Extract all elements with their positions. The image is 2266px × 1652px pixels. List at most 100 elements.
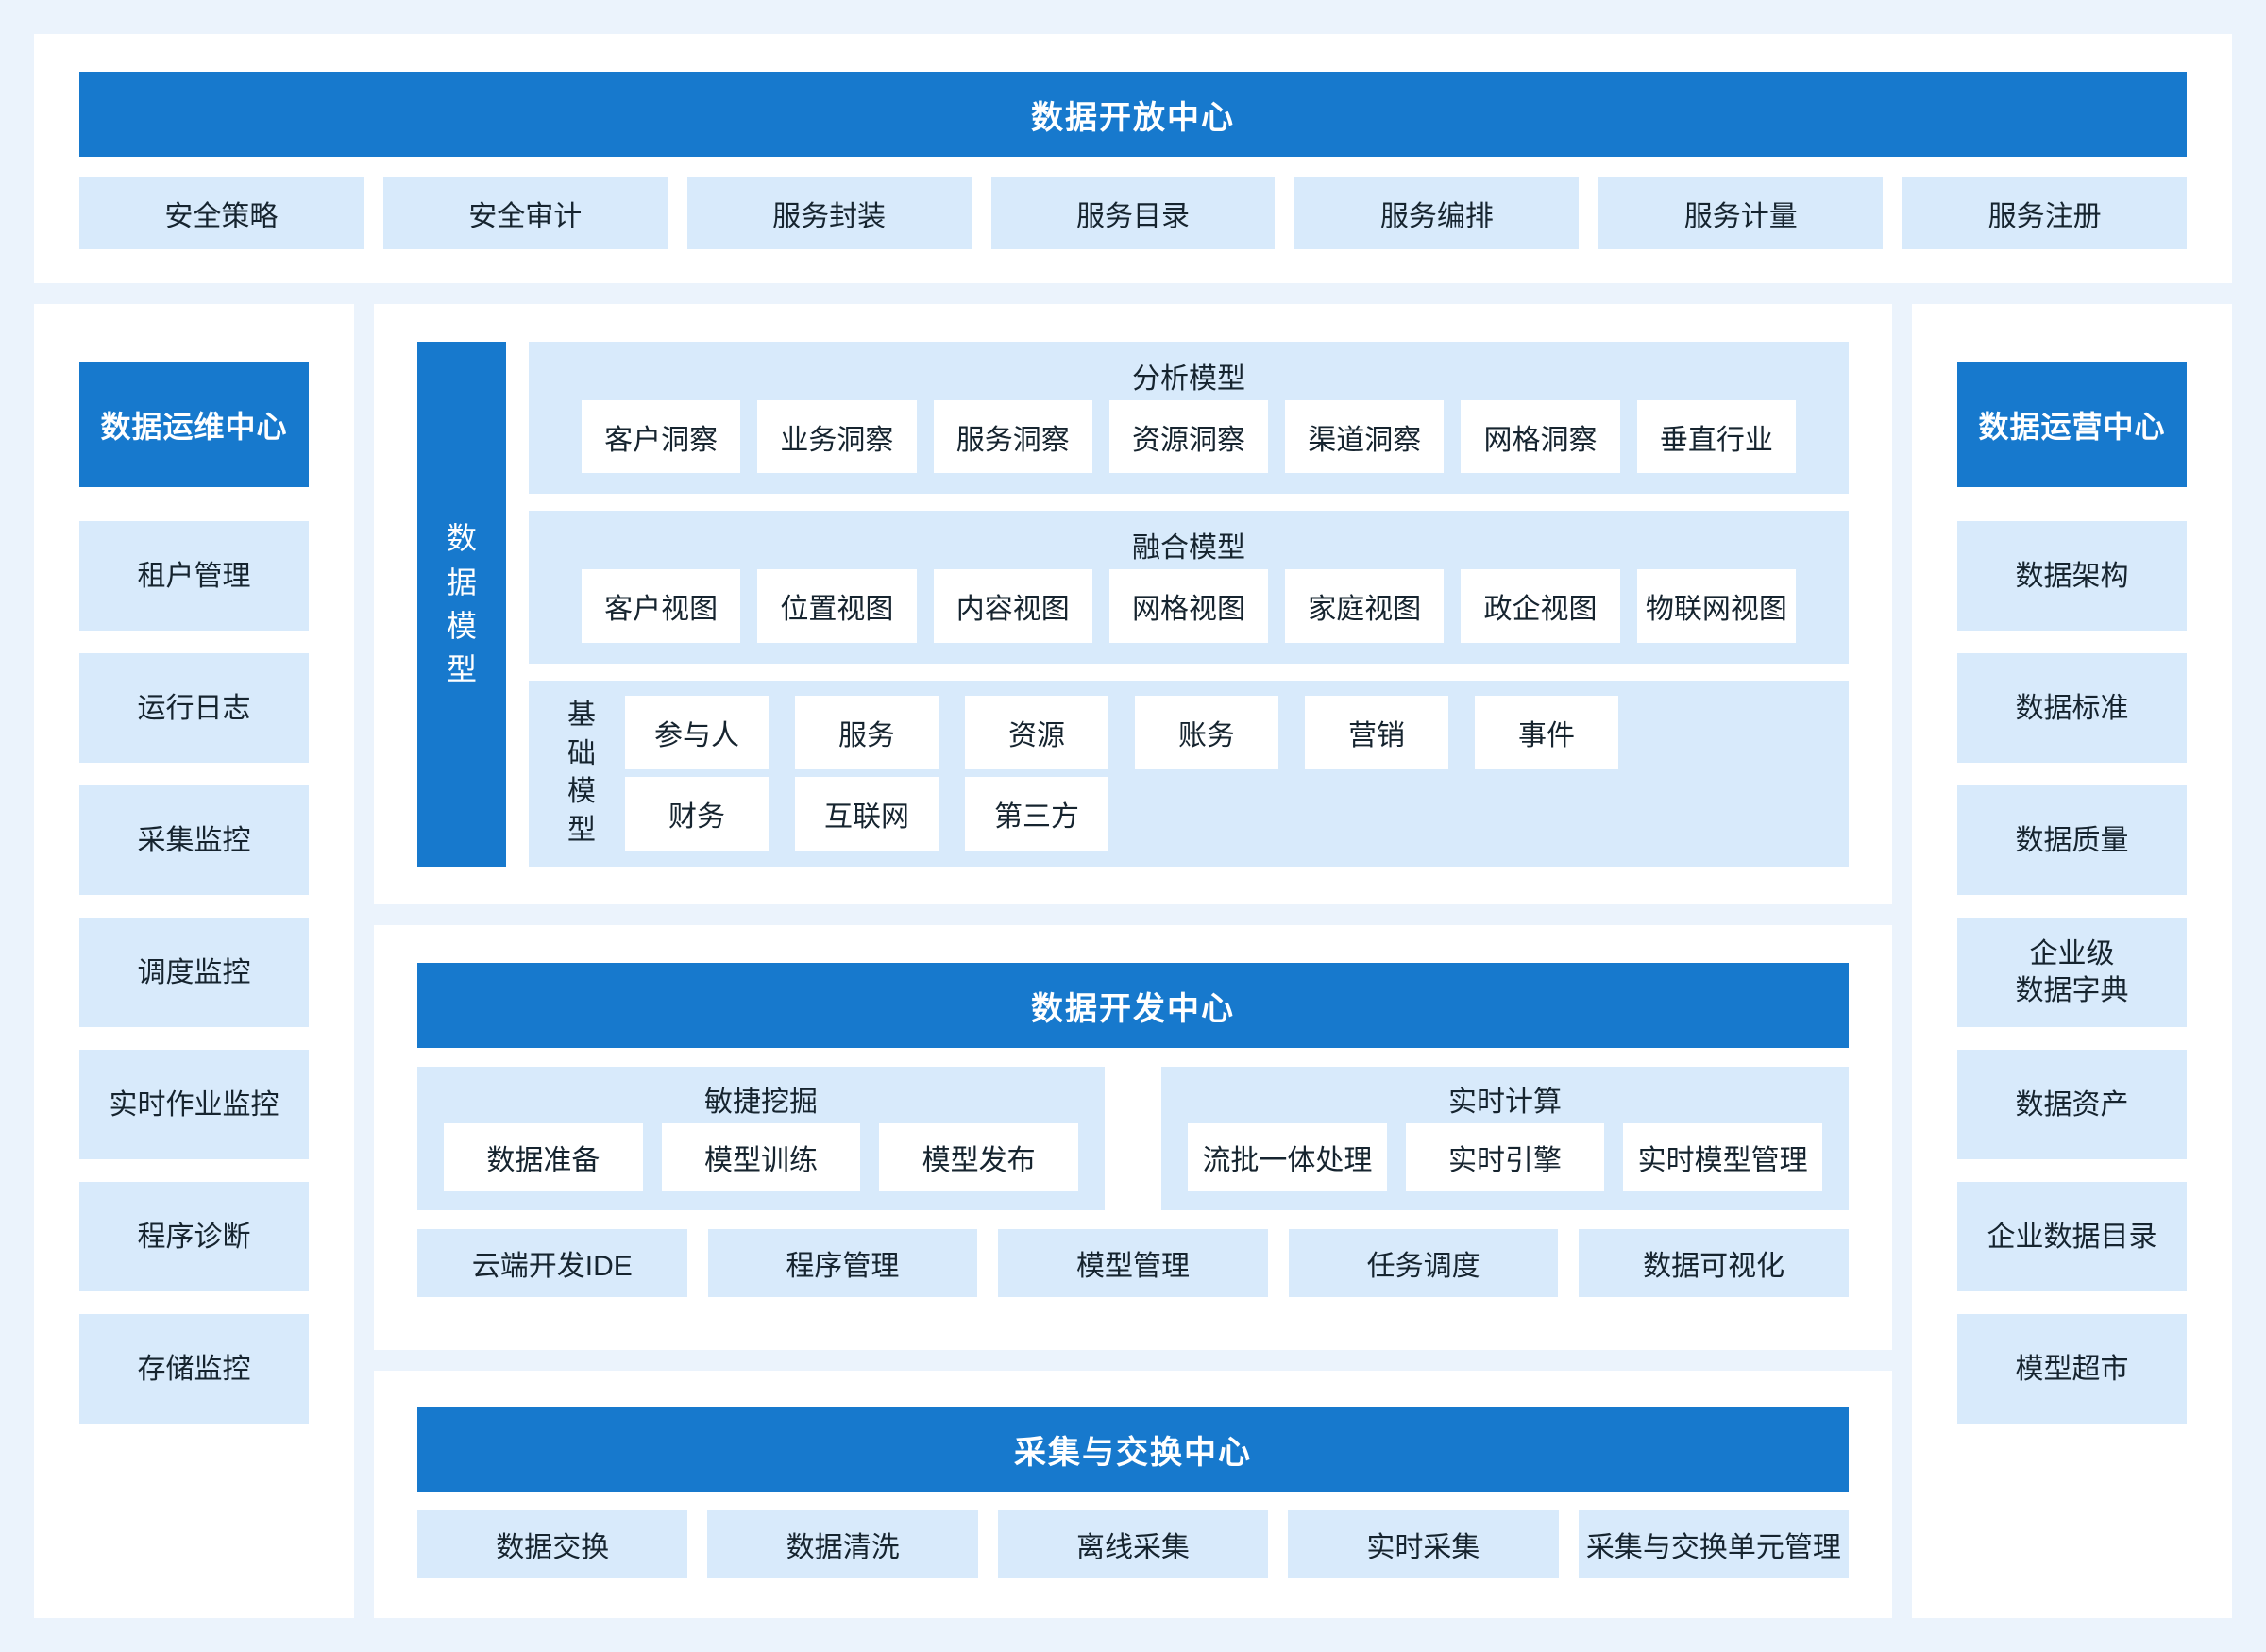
collect-exchange-title: 采集与交换中心 [1014, 1434, 1252, 1471]
middle-column: 数据模型 分析模型 客户洞察 业务洞察 服务洞察 资源洞察 渠道洞察 网格洞察 … [374, 304, 1892, 1618]
tile-data-exchange: 数据交换 [417, 1510, 688, 1578]
tile-service: 服务 [795, 696, 939, 770]
data-model-bar: 数据模型 [417, 342, 506, 867]
open-center-items: 安全策略 安全审计 服务封装 服务目录 服务编排 服务计量 服务注册 [79, 177, 2188, 249]
tile-billing: 账务 [1135, 696, 1278, 770]
dev-center-title: 数据开发中心 [1031, 990, 1235, 1027]
tile-resource-insight: 资源洞察 [1108, 400, 1269, 474]
base-model-panel: 基础模型 参与人 服务 资源 账务 营销 事件 财务 [529, 680, 1849, 867]
analysis-model-title: 分析模型 [1132, 363, 1245, 395]
tile-program-mgmt: 程序管理 [707, 1229, 978, 1297]
tile-collect-unit-mgmt: 采集与交换单元管理 [1578, 1510, 1850, 1578]
data-model-label: 数据模型 [446, 521, 477, 687]
tile-model-market: 模型超市 [1957, 1314, 2187, 1424]
open-center-banner: 数据开放中心 [79, 72, 2187, 157]
tile-gov-ent-view: 政企视图 [1461, 569, 1620, 643]
tile-data-visual: 数据可视化 [1579, 1229, 1849, 1297]
tile-cloud-ide: 云端开发IDE [417, 1229, 687, 1297]
tile-program-diagnosis: 程序诊断 [79, 1182, 309, 1291]
tile-realtime-model-mgmt: 实时模型管理 [1623, 1123, 1823, 1191]
tile-service-metering: 服务计量 [1598, 177, 1884, 249]
realtime-compute-title: 实时计算 [1448, 1087, 1562, 1118]
operation-center-column: 数据运营中心 数据架构 数据标准 数据质量 企业级 数据字典 数据资产 企业数据… [1912, 304, 2232, 1618]
tile-grid-insight: 网格洞察 [1461, 400, 1620, 474]
analysis-model-panel: 分析模型 客户洞察 业务洞察 服务洞察 资源洞察 渠道洞察 网格洞察 垂直行业 [529, 342, 1849, 495]
tile-enterprise-dictionary: 企业级 数据字典 [1957, 918, 2187, 1027]
ops-center-column: 数据运维中心 租户管理 运行日志 采集监控 调度监控 实时作业监控 程序诊断 存… [34, 304, 354, 1618]
tile-data-architecture: 数据架构 [1957, 521, 2187, 631]
dev-center-subpanels: 敏捷挖掘 数据准备 模型训练 模型发布 实时计算 流批一体处理 实时引擎 实时模… [417, 1067, 1849, 1210]
tile-security-policy: 安全策略 [79, 177, 364, 249]
fusion-model-items: 客户视图 位置视图 内容视图 网格视图 家庭视图 政企视图 物联网视图 [582, 569, 1796, 643]
tile-task-schedule: 任务调度 [1288, 1229, 1559, 1297]
tile-tenant-mgmt: 租户管理 [79, 521, 309, 631]
tile-realtime-collect: 实时采集 [1288, 1510, 1559, 1578]
tile-offline-collect: 离线采集 [997, 1510, 1269, 1578]
tile-customer-view: 客户视图 [582, 569, 741, 643]
tile-location-view: 位置视图 [757, 569, 917, 643]
base-model-label: 基础模型 [567, 700, 596, 846]
tile-service-package: 服务封装 [686, 177, 972, 249]
ops-center-header: 数据运维中心 [79, 362, 309, 487]
tile-data-quality: 数据质量 [1957, 785, 2187, 895]
tile-finance: 财务 [625, 777, 769, 851]
tile-third-party: 第三方 [965, 777, 1108, 851]
base-model-row1: 参与人 服务 资源 账务 营销 事件 [625, 696, 1826, 770]
tile-storage-monitor: 存储监控 [79, 1314, 309, 1424]
tile-vertical-industry: 垂直行业 [1636, 400, 1796, 474]
main-row: 数据运维中心 租户管理 运行日志 采集监控 调度监控 实时作业监控 程序诊断 存… [34, 304, 2232, 1618]
operation-center-title: 数据运营中心 [1978, 410, 2166, 444]
tile-channel-insight: 渠道洞察 [1285, 400, 1445, 474]
agile-mining-items: 数据准备 模型训练 模型发布 [444, 1123, 1079, 1191]
tile-model-publish: 模型发布 [879, 1123, 1079, 1191]
data-model-body: 分析模型 客户洞察 业务洞察 服务洞察 资源洞察 渠道洞察 网格洞察 垂直行业 … [529, 342, 1849, 867]
tile-grid-view: 网格视图 [1108, 569, 1269, 643]
tile-data-standard: 数据标准 [1957, 653, 2187, 763]
tile-internet: 互联网 [795, 777, 939, 851]
dev-center-banner: 数据开发中心 [417, 963, 1849, 1048]
tile-customer-insight: 客户洞察 [582, 400, 741, 474]
tile-data-asset: 数据资产 [1957, 1050, 2187, 1159]
dev-center-section: 数据开发中心 敏捷挖掘 数据准备 模型训练 模型发布 实时计算 流批一体处理 实… [374, 925, 1892, 1350]
fusion-model-panel: 融合模型 客户视图 位置视图 内容视图 网格视图 家庭视图 政企视图 物联网视图 [529, 511, 1849, 664]
tile-service-insight: 服务洞察 [933, 400, 1092, 474]
tile-family-view: 家庭视图 [1285, 569, 1445, 643]
agile-mining-panel: 敏捷挖掘 数据准备 模型训练 模型发布 [417, 1067, 1105, 1210]
tile-realtime-engine: 实时引擎 [1405, 1123, 1605, 1191]
tile-service-orchestration: 服务编排 [1294, 177, 1580, 249]
collect-exchange-section: 采集与交换中心 数据交换 数据清洗 离线采集 实时采集 采集与交换单元管理 [374, 1371, 1892, 1618]
data-model-section: 数据模型 分析模型 客户洞察 业务洞察 服务洞察 资源洞察 渠道洞察 网格洞察 … [374, 304, 1892, 904]
tile-run-log: 运行日志 [79, 653, 309, 763]
tile-model-mgmt: 模型管理 [998, 1229, 1268, 1297]
tile-realtime-job-monitor: 实时作业监控 [79, 1050, 309, 1159]
tile-schedule-monitor: 调度监控 [79, 918, 309, 1027]
analysis-model-items: 客户洞察 业务洞察 服务洞察 资源洞察 渠道洞察 网格洞察 垂直行业 [582, 400, 1796, 474]
tile-service-register: 服务注册 [1902, 177, 2188, 249]
tile-participant: 参与人 [625, 696, 769, 770]
collect-exchange-banner: 采集与交换中心 [417, 1407, 1849, 1492]
tile-security-audit: 安全审计 [382, 177, 668, 249]
fusion-model-title: 融合模型 [1132, 532, 1245, 565]
tile-model-train: 模型训练 [661, 1123, 861, 1191]
tile-service-catalog: 服务目录 [990, 177, 1276, 249]
operation-center-header: 数据运营中心 [1957, 362, 2187, 487]
tile-enterprise-catalog: 企业数据目录 [1957, 1182, 2187, 1291]
base-model-grid: 参与人 服务 资源 账务 营销 事件 财务 互联网 第三方 [625, 696, 1826, 851]
tile-data-prep: 数据准备 [444, 1123, 643, 1191]
tile-content-view: 内容视图 [933, 569, 1092, 643]
tile-event: 事件 [1475, 696, 1618, 770]
ops-center-title: 数据运维中心 [100, 410, 288, 444]
realtime-compute-panel: 实时计算 流批一体处理 实时引擎 实时模型管理 [1161, 1067, 1849, 1210]
tile-iot-view: 物联网视图 [1636, 569, 1796, 643]
dev-center-tools: 云端开发IDE 程序管理 模型管理 任务调度 数据可视化 [417, 1229, 1849, 1297]
open-center-section: 数据开放中心 安全策略 安全审计 服务封装 服务目录 服务编排 服务计量 服务注… [34, 34, 2232, 283]
collect-exchange-items: 数据交换 数据清洗 离线采集 实时采集 采集与交换单元管理 [417, 1510, 1850, 1578]
tile-stream-batch: 流批一体处理 [1188, 1123, 1387, 1191]
agile-mining-title: 敏捷挖掘 [704, 1087, 818, 1118]
tile-resource: 资源 [965, 696, 1108, 770]
tile-data-cleaning: 数据清洗 [707, 1510, 978, 1578]
open-center-title: 数据开放中心 [1031, 99, 1235, 136]
tile-marketing: 营销 [1305, 696, 1448, 770]
tile-business-insight: 业务洞察 [757, 400, 917, 474]
base-model-row2: 财务 互联网 第三方 [625, 777, 1826, 851]
